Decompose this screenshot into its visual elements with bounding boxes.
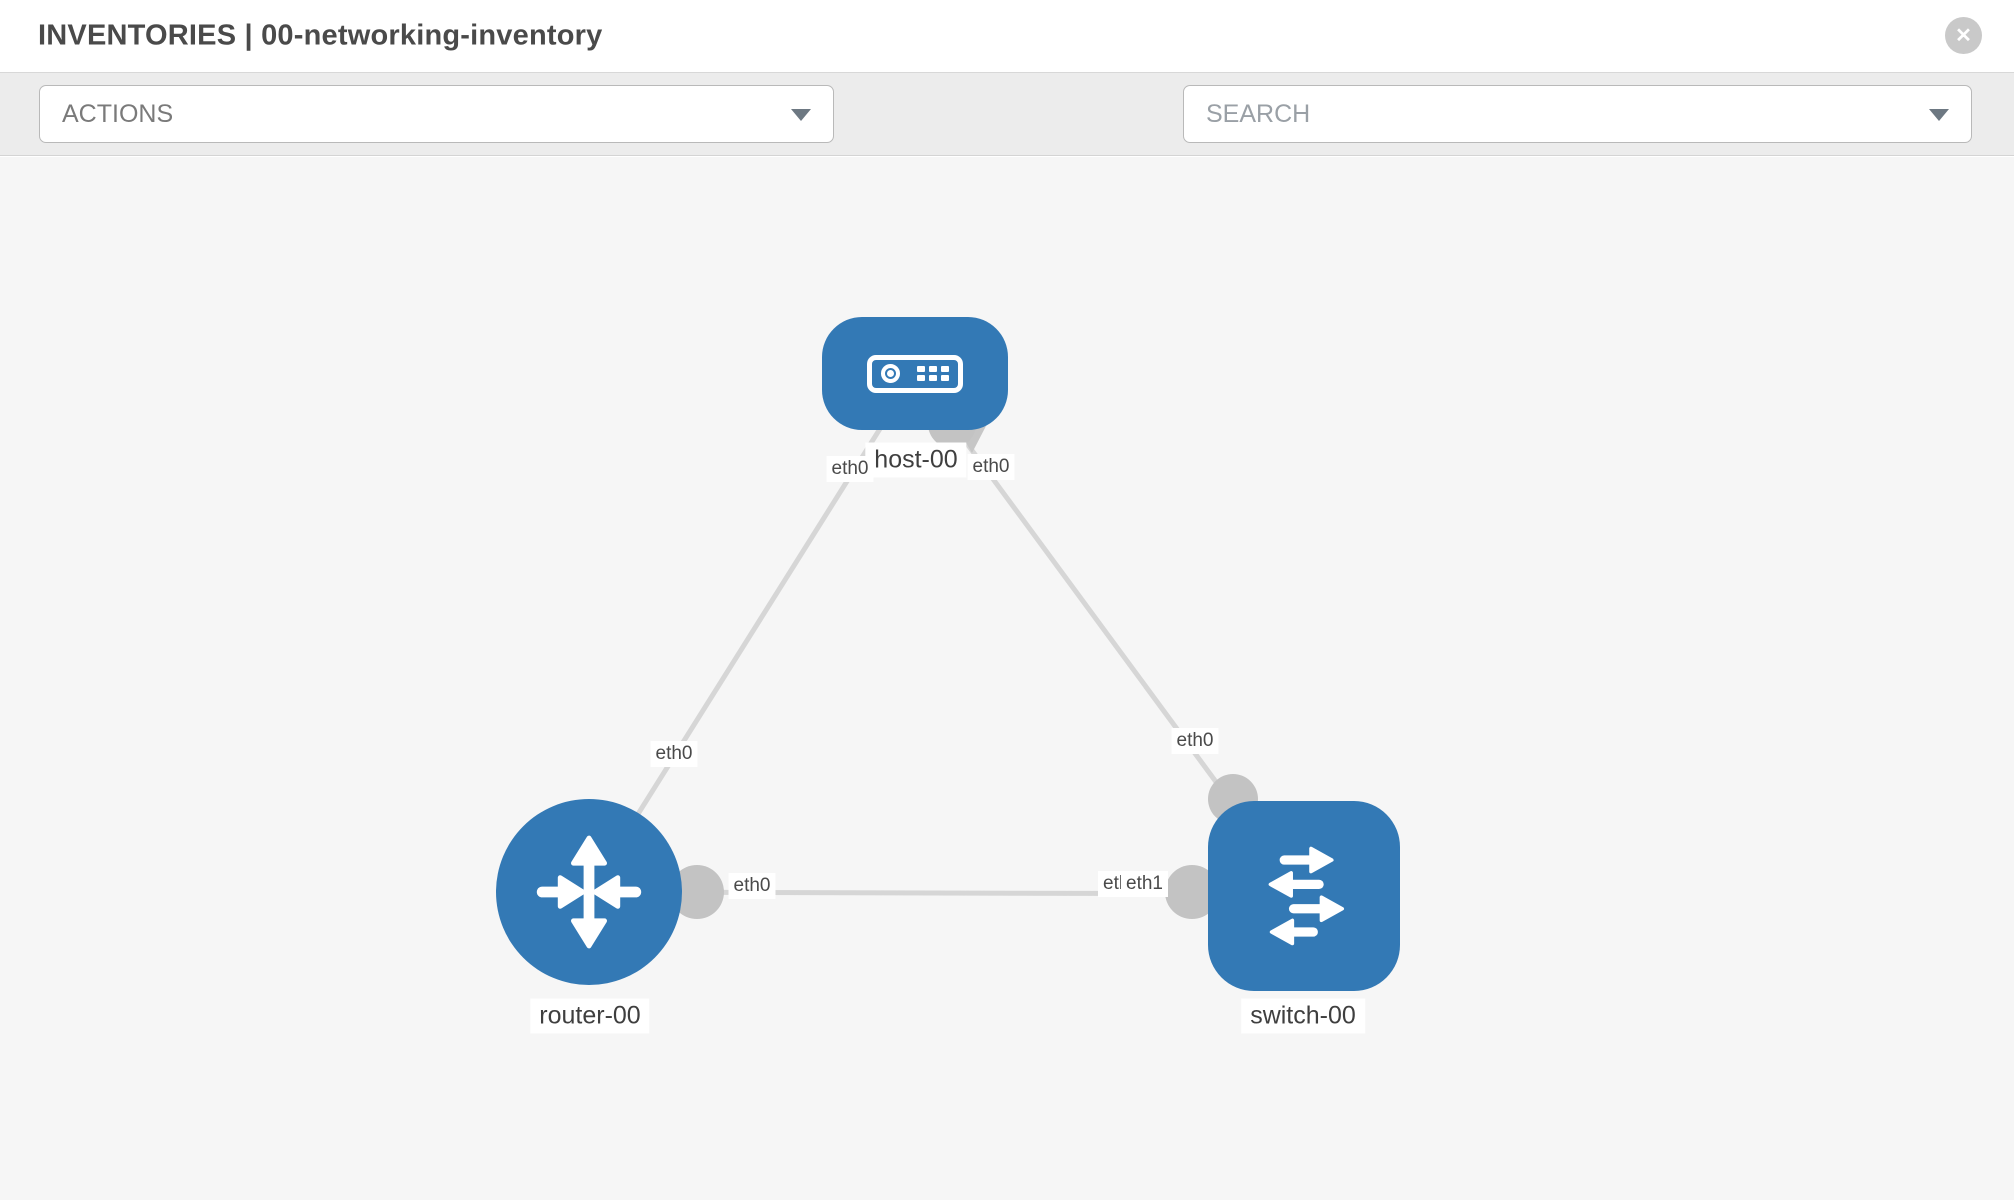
node-router-00[interactable] xyxy=(496,799,682,985)
search-input[interactable] xyxy=(1206,99,1890,129)
actions-dropdown[interactable]: ACTIONS xyxy=(39,85,834,143)
close-button[interactable]: ✕ xyxy=(1945,17,1982,54)
topology-links-layer xyxy=(586,371,1305,919)
interface-label-host-switch-link: eth0 xyxy=(1171,728,1219,754)
interface-label-host-router-link: eth0 xyxy=(650,741,698,767)
chevron-down-icon xyxy=(1929,109,1949,121)
interface-label-host-left: eth0 xyxy=(826,456,874,482)
interface-connector-switch-left xyxy=(1165,865,1219,919)
interface-label-host-right: eth0 xyxy=(967,454,1015,480)
interface-label-overlap-front: eth1 xyxy=(1121,871,1168,897)
topology-canvas[interactable]: host-00 router-00 switch-00 eth0 eth0 et… xyxy=(0,157,2014,1200)
interface-label-router-switch-left: eth0 xyxy=(728,873,776,899)
search-dropdown[interactable] xyxy=(1183,85,1972,143)
node-switch-00[interactable] xyxy=(1208,801,1400,991)
server-icon xyxy=(867,354,963,393)
toolbar: ACTIONS xyxy=(0,72,2014,209)
node-label-host: host-00 xyxy=(865,442,967,478)
node-label-switch: switch-00 xyxy=(1241,998,1365,1034)
node-label-router: router-00 xyxy=(530,998,650,1034)
router-icon xyxy=(536,835,642,949)
page-title: INVENTORIES | 00-networking-inventory xyxy=(38,19,603,52)
close-icon: ✕ xyxy=(1955,25,1972,47)
header-bar: INVENTORIES | 00-networking-inventory ✕ xyxy=(0,0,2014,72)
interface-connector-router-right xyxy=(670,865,724,919)
chevron-down-icon xyxy=(791,109,811,121)
actions-dropdown-label: ACTIONS xyxy=(62,99,174,128)
switch-icon xyxy=(1268,846,1345,946)
node-host-00[interactable] xyxy=(822,317,1008,430)
